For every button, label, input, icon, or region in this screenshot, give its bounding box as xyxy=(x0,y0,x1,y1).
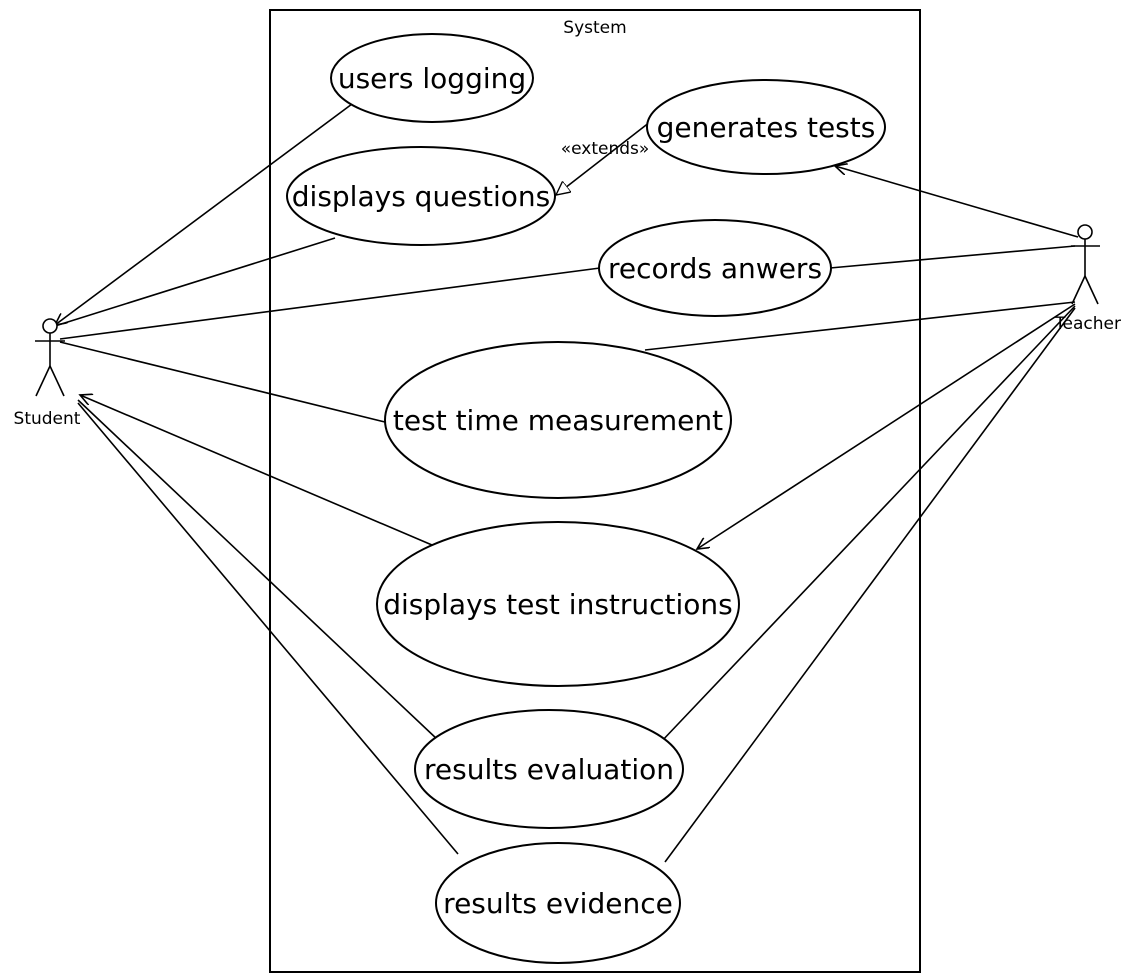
use-case-displays-test-instructions: displays test instructions xyxy=(376,521,740,687)
assoc-teacher-generates-tests xyxy=(835,166,1079,238)
use-case-ellipse xyxy=(330,33,534,123)
use-case-ellipse xyxy=(435,842,681,964)
use-case-ellipse xyxy=(646,79,886,175)
use-case-ellipse xyxy=(286,146,556,246)
assoc-student-results-evaluation xyxy=(77,399,439,741)
use-case-label: generates tests xyxy=(657,111,876,144)
teacher-figure-icon xyxy=(1071,224,1100,305)
assoc-student-users-logging xyxy=(55,103,353,325)
assoc-student-results-evidence xyxy=(77,402,459,855)
use-case-results-evidence: results evidence xyxy=(435,842,681,964)
use-case-label: users logging xyxy=(338,62,526,95)
extends-relation xyxy=(556,121,651,195)
actor-student: Student xyxy=(14,318,81,429)
assoc-teacher-test-instructions xyxy=(697,303,1076,549)
use-case-ellipse xyxy=(598,219,832,317)
student-figure-icon xyxy=(35,318,65,397)
student-label: Student xyxy=(14,409,81,429)
use-case-results-evaluation: results evaluation xyxy=(414,709,684,829)
use-case-ellipse xyxy=(414,709,684,829)
use-case-label: records anwers xyxy=(608,252,822,285)
use-case-users-logging: users logging xyxy=(330,33,534,123)
use-case-ellipse xyxy=(376,521,740,687)
assoc-teacher-results-evidence xyxy=(664,307,1076,863)
use-case-label: displays test instructions xyxy=(383,588,733,621)
associations xyxy=(54,103,1079,863)
assoc-student-test-instructions xyxy=(80,395,433,546)
use-case-records-answers: records anwers xyxy=(598,219,832,317)
assoc-student-records-answers xyxy=(59,267,601,340)
system-boundary xyxy=(269,9,921,973)
assoc-student-test-time xyxy=(59,341,386,423)
system-label: System xyxy=(563,18,626,38)
assoc-student-displays-questions xyxy=(54,237,336,327)
assoc-teacher-records-answers xyxy=(829,245,1076,269)
use-case-label: results evidence xyxy=(443,887,673,920)
use-case-generates-tests: generates tests xyxy=(646,79,886,175)
use-case-displays-questions: displays questions xyxy=(286,146,556,246)
use-case-label: displays questions xyxy=(292,180,550,213)
use-case-label: results evaluation xyxy=(424,753,674,786)
use-case-test-time-measurement: test time measurement xyxy=(384,341,732,499)
extends-label: «extends» xyxy=(561,139,650,159)
teacher-label: Teacher xyxy=(1054,314,1121,334)
assoc-teacher-test-time xyxy=(644,301,1076,351)
use-case-ellipse xyxy=(384,341,732,499)
assoc-teacher-results-evaluation xyxy=(659,305,1076,744)
use-case-label: test time measurement xyxy=(393,404,723,437)
actor-teacher: Teacher xyxy=(1054,224,1121,334)
